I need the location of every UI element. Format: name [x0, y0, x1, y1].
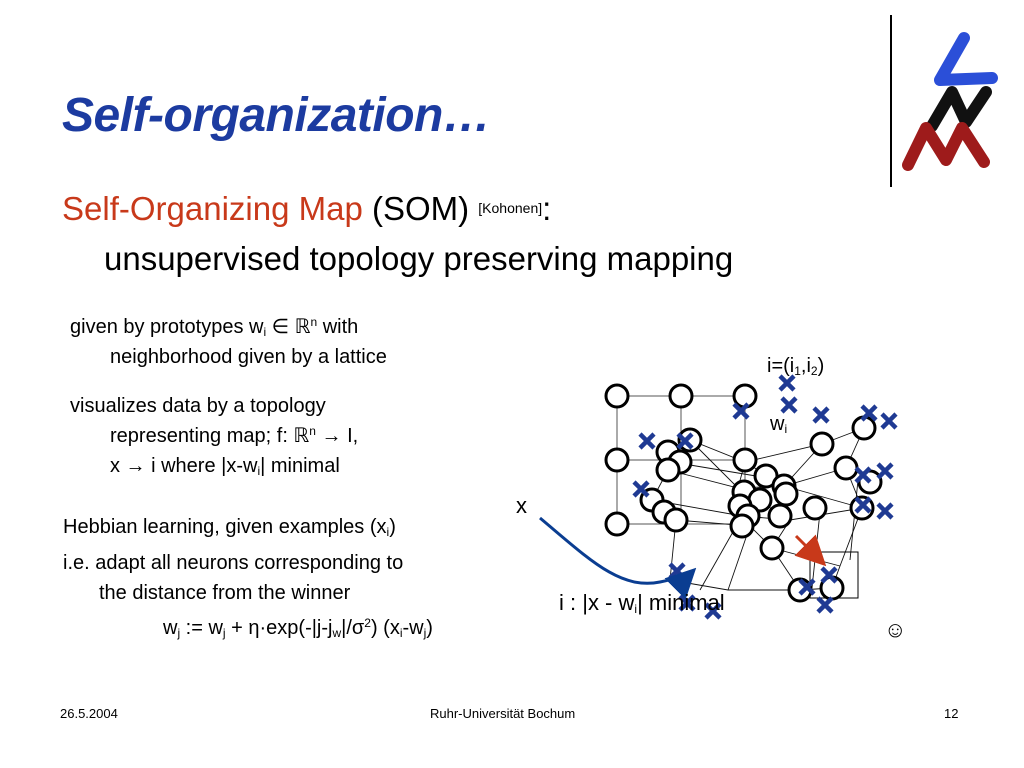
mapping-arrow — [539, 516, 697, 600]
label-x: x — [516, 493, 527, 518]
update-formula: wj := wj + η·exp(-|j-jw|/σ2) (xi-wj) — [163, 616, 433, 640]
subtitle-colon: : — [542, 190, 552, 227]
subtitle-line2: unsupervised topology preserving mapping — [104, 240, 734, 277]
bullet-prototypes: given by prototypes wi ∈ ℝn with neighbo… — [70, 315, 387, 368]
label-index-i: i=(i1,i2) — [767, 355, 825, 378]
university-logo — [902, 32, 998, 171]
subtitle-som: (SOM) — [362, 190, 479, 227]
subtitle-highlight: Self-Organizing Map — [62, 190, 363, 227]
som-diagram — [539, 374, 898, 620]
footer-institution: Ruhr-Universität Bochum — [430, 706, 576, 721]
lattice-neurons — [604, 383, 758, 537]
logo-divider — [890, 15, 892, 187]
citation: [Kohonen] — [478, 200, 543, 216]
smiley-icon: ☺ — [884, 617, 907, 642]
bullet-adapt: i.e. adapt all neurons corresponding to … — [63, 552, 404, 604]
adaptation-arrow — [794, 534, 827, 567]
footer-date: 26.5.2004 — [60, 706, 118, 721]
label-wi: wi — [770, 413, 788, 436]
label-winner-condition: i : |x - wi| minimal — [559, 590, 725, 616]
map-neurons — [639, 415, 883, 603]
bullet-hebbian: Hebbian learning, given examples (xi) — [63, 516, 396, 539]
slide-title: Self-organization… — [62, 89, 491, 142]
bullet-visualizes: visualizes data by a topology representi… — [70, 395, 359, 478]
page-number: 12 — [944, 706, 959, 721]
subtitle: Self-Organizing Map (SOM) [Kohonen]: — [62, 190, 551, 228]
